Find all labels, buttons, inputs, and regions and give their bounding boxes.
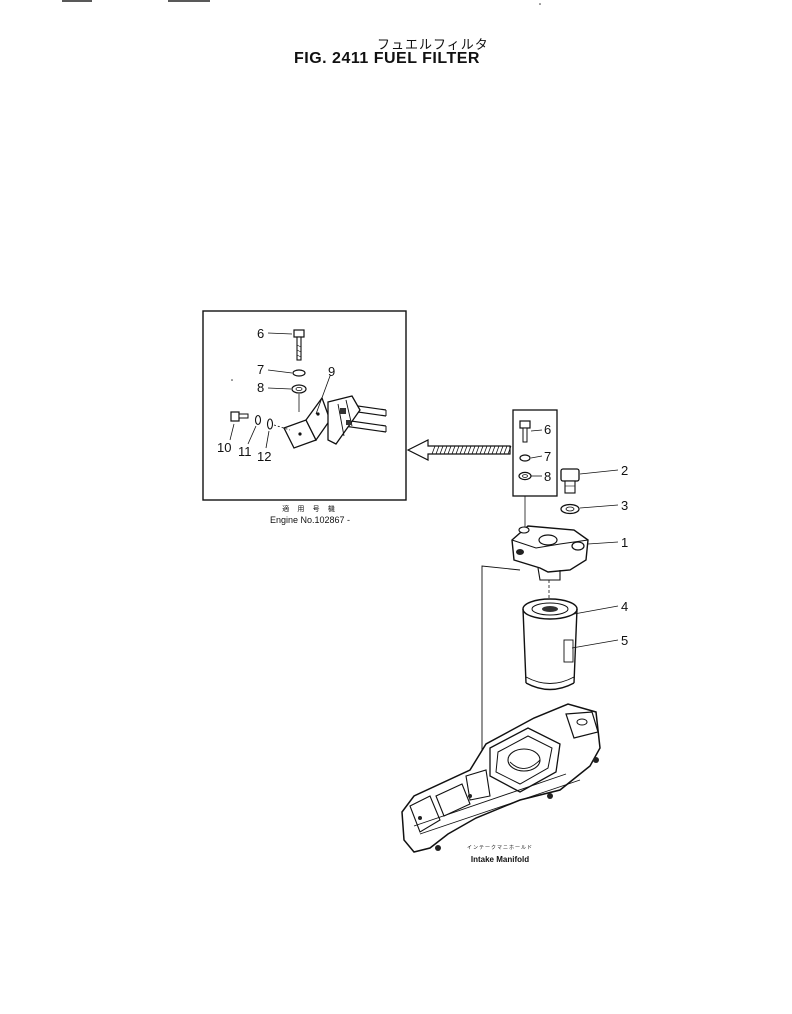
callout-number: 4	[621, 599, 628, 614]
callout-number: 8	[257, 380, 264, 395]
plug-icon	[560, 468, 580, 494]
leader-line	[573, 605, 619, 615]
leader-line	[315, 375, 331, 415]
bolt-icon	[519, 420, 531, 443]
leader-line	[229, 423, 235, 441]
washer-icon	[291, 384, 307, 394]
bracket-icon	[283, 395, 387, 449]
applicability-note-japanese: 適 用 号 機	[282, 505, 338, 513]
figure-title: FIG. 2411 FUEL FILTER	[294, 50, 480, 67]
leader-line	[481, 565, 521, 770]
manifold-label: インテークマニホールド Intake Manifold	[452, 843, 548, 865]
callout-number: 3	[621, 498, 628, 513]
callout-number: 9	[328, 364, 335, 379]
leader-line	[571, 639, 619, 649]
callout-number: 6	[544, 422, 551, 437]
filter-cartridge-icon	[522, 598, 578, 691]
intake-manifold-icon	[401, 703, 601, 853]
leader-line	[267, 332, 293, 335]
speck	[539, 3, 541, 5]
filter-head-icon	[511, 525, 589, 581]
callout-number: 7	[544, 449, 551, 464]
callout-number: 11	[238, 444, 252, 459]
leader-line	[579, 504, 619, 509]
leader-line	[587, 541, 619, 545]
manifold-label-japanese: インテークマニホールド	[466, 845, 533, 851]
leader-line	[273, 424, 291, 431]
callout-number: 1	[621, 535, 628, 550]
leader-line	[530, 429, 543, 432]
washer-icon	[266, 418, 274, 430]
leader-line	[265, 430, 270, 449]
callout-number: 10	[217, 440, 231, 455]
leader-line	[530, 455, 543, 459]
manifold-label-english: Intake Manifold	[470, 855, 530, 864]
leader-line	[267, 387, 292, 390]
bolt-icon	[293, 329, 305, 361]
bolt-icon	[230, 411, 249, 422]
gasket-icon	[560, 503, 580, 515]
callout-number: 5	[621, 633, 628, 648]
reference-arrow-icon	[406, 439, 512, 461]
callout-number: 8	[544, 469, 551, 484]
lock-washer-icon	[254, 414, 262, 426]
inset-frame	[202, 310, 407, 501]
applicability-note: 適 用 号 機 Engine No.102867 -	[255, 504, 365, 526]
callout-number: 6	[257, 326, 264, 341]
leader-line	[247, 425, 257, 445]
speck	[231, 379, 233, 381]
callout-number: 12	[257, 449, 271, 464]
washer-icon	[518, 471, 532, 481]
leader-line	[579, 469, 619, 475]
lock-washer-icon	[519, 454, 531, 462]
engine-number-range: Engine No.102867 -	[269, 515, 351, 525]
callout-number: 7	[257, 362, 264, 377]
figure-title-japanese: フュエルフィルタ	[377, 38, 489, 53]
leader-line	[267, 369, 293, 374]
lock-washer-icon	[292, 369, 306, 377]
callout-number: 2	[621, 463, 628, 478]
detail-frame	[512, 409, 558, 497]
